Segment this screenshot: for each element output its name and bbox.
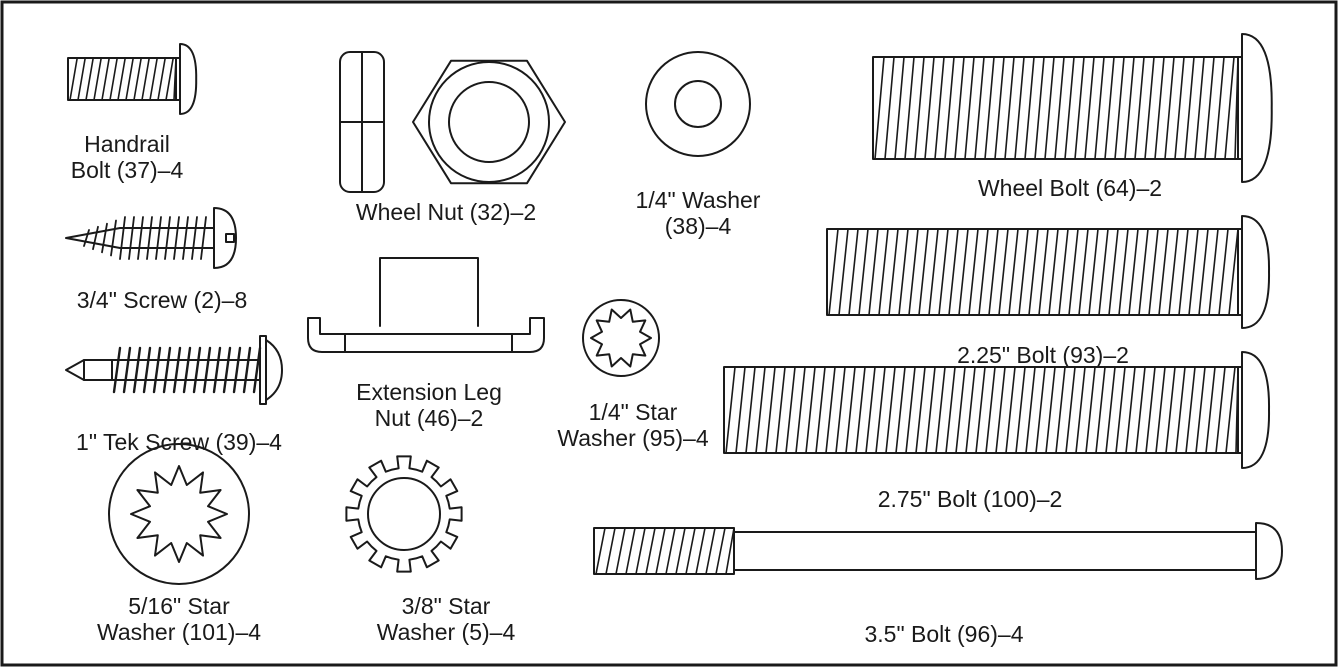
star-washer-3-8-label: 3/8" Star Washer (5)–4 [376, 593, 516, 645]
handrail-bolt-icon [67, 43, 198, 115]
wheel-bolt-icon [872, 33, 1273, 183]
wood-screw-icon [65, 207, 237, 269]
wheel-nut-label: Wheel Nut (32)–2 [355, 199, 537, 225]
bolt-225-label: 2.25" Bolt (93)–2 [957, 342, 1129, 368]
star-washer-5-16-label: 5/16" Star Washer (101)–4 [96, 593, 262, 645]
hex-nut-icon [412, 59, 566, 185]
wheel-bolt-label: Wheel Bolt (64)–2 [977, 175, 1163, 201]
internal-star-washer-quarter-icon [582, 299, 660, 377]
bolt-35-label: 3.5" Bolt (96)–4 [864, 621, 1024, 647]
wheel-nut-side-icon [339, 51, 385, 193]
handrail-bolt-label: Handrail Bolt (37)–4 [70, 131, 184, 183]
tek-screw-label: 1" Tek Screw (39)–4 [76, 429, 282, 455]
self-drilling-screw-icon [65, 335, 283, 405]
flat-washer-icon [645, 51, 751, 157]
star-washer-quarter-label: 1/4" Star Washer (95)–4 [557, 399, 709, 451]
external-star-washer-icon [345, 455, 463, 573]
bolt-225-icon [826, 215, 1271, 329]
internal-star-washer-5-16-icon [108, 443, 250, 585]
bolt-275-label: 2.75" Bolt (100)–2 [877, 486, 1063, 512]
tee-nut-icon [307, 257, 545, 353]
bolt-275-icon [723, 351, 1271, 469]
partially-threaded-bolt-icon [593, 522, 1283, 580]
washer-quarter-label: 1/4" Washer (38)–4 [635, 187, 761, 239]
extension-leg-nut-label: Extension Leg Nut (46)–2 [356, 379, 502, 431]
screw-three-quarter-label: 3/4" Screw (2)–8 [76, 287, 248, 313]
